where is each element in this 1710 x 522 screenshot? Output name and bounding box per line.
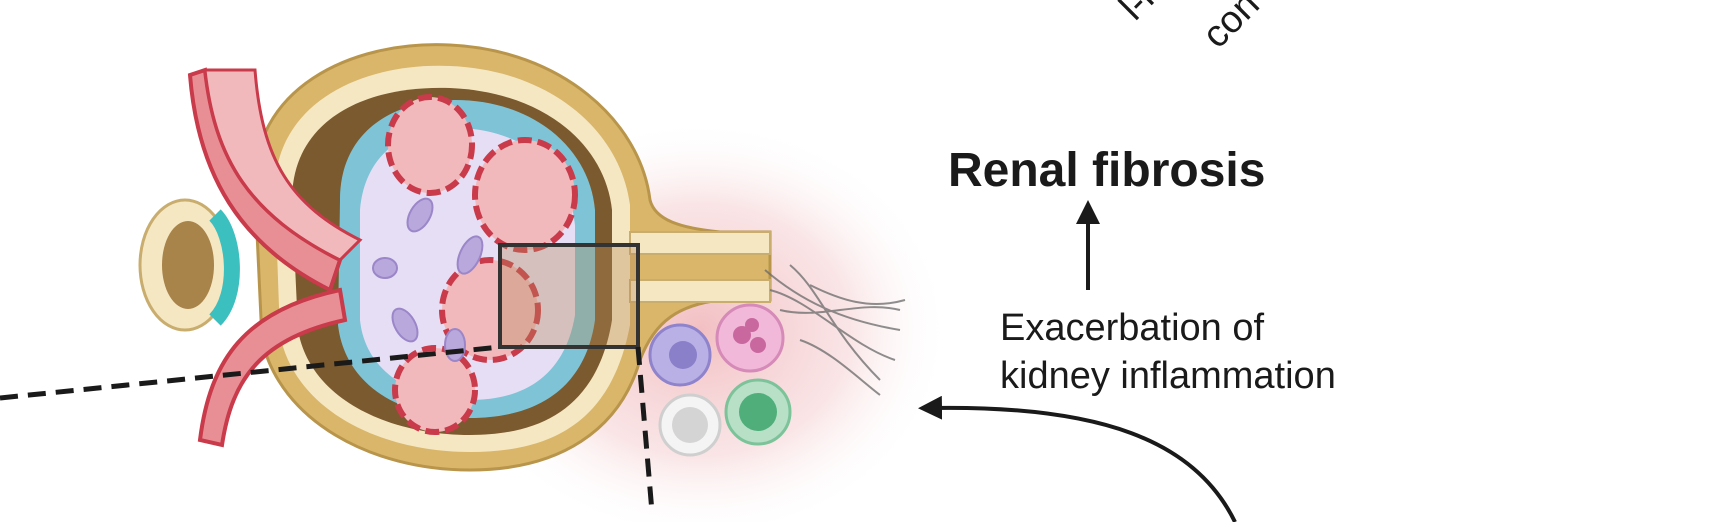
zoom-box (498, 243, 640, 349)
immune-cells (648, 303, 792, 457)
cut-off-labels: l-r con (1112, 0, 1268, 56)
glomerulus-illustration (138, 43, 772, 472)
renal-fibrosis-title: Renal fibrosis (948, 144, 1265, 197)
macrophage-cell (724, 378, 792, 446)
neutrophil-cell (715, 303, 785, 373)
lymphocyte-cell (658, 393, 722, 457)
fibrosis-fibers (764, 264, 906, 396)
cut-label-1: l-r (1112, 0, 1166, 28)
cut-label-2: con (1195, 0, 1268, 56)
inflammation-label-line2: kidney inflammation (1000, 355, 1336, 397)
dendritic-cell (648, 323, 712, 387)
inflammation-label-line1: Exacerbation of (1000, 307, 1264, 349)
curved-arrow-icon (918, 395, 1237, 522)
